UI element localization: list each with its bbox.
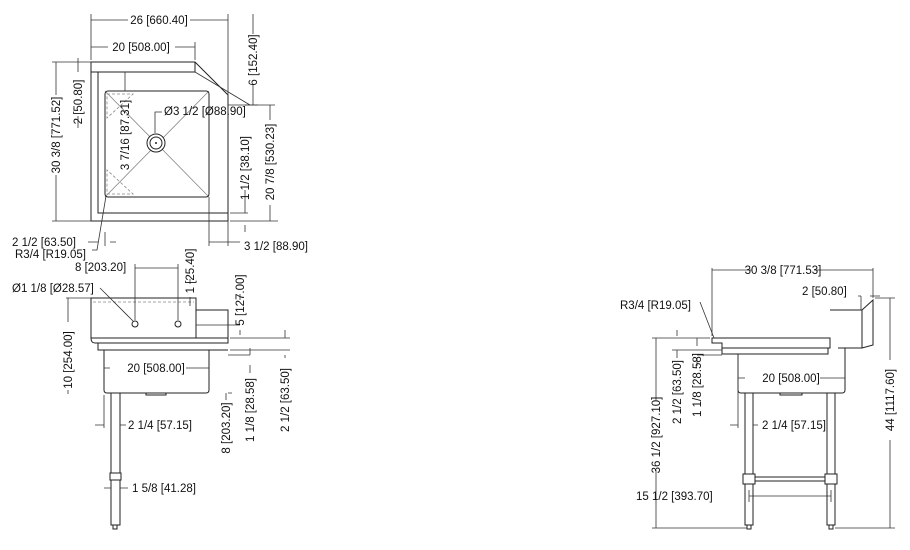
leg: [826, 392, 836, 526]
top-outline: [90, 61, 229, 222]
dim-leg-offset: 2 1/4 [57.15]: [128, 420, 192, 432]
dim-work-height: 36 1/2 [927.10]: [651, 397, 663, 474]
leg: [744, 392, 754, 526]
countertop: [90, 337, 229, 351]
dim-leg-diameter: 1 5/8 [41.28]: [132, 483, 196, 495]
backsplash: [90, 297, 197, 339]
dim-overall-depth: 30 3/8 [771.53]: [745, 265, 822, 277]
dim-backsplash-offset: 6 [152.40]: [248, 34, 260, 85]
dim-backsplash-return: 2 [50.80]: [802, 286, 847, 298]
front-view: 8 [203.20] 1 [25.40] Ø1 1/8 [Ø28.57] 5 […: [12, 249, 292, 530]
dim-drain-offset: 3 7/16 [87.31]: [120, 100, 132, 170]
dim-leg-offset: 2 1/4 [57.15]: [762, 420, 826, 432]
dim-faucet-height: 1 [25.40]: [185, 249, 197, 294]
dim-left-margin: 2 1/2 [63.50]: [12, 237, 76, 249]
countertop: [711, 337, 831, 349]
dim-edge-height: 2 1/2 [63.50]: [280, 368, 292, 432]
dim-backsplash-height: 5 [127.00]: [235, 274, 247, 325]
dim-faucet-hole: Ø1 1/8 [Ø28.57]: [12, 283, 94, 295]
backsplash: [830, 298, 874, 349]
dim-bowl-total-depth: 10 [254.00]: [63, 331, 75, 389]
side-view: 30 3/8 [771.53] 2 [50.80] R3/4 [R19.05] …: [620, 265, 897, 530]
dim-rear-gap: 1 1/2 [38.10]: [240, 136, 252, 200]
dim-front-edge: 2 [50.80]: [73, 80, 85, 125]
dim-bowl-depth: 20 7/8 [530.23]: [265, 124, 277, 201]
dim-bowl-depth: 8 [203.20]: [221, 402, 233, 453]
dim-overall-width: 26 [660.40]: [130, 15, 188, 27]
dim-overall-depth: 30 3/8 [771.52]: [51, 97, 63, 174]
dim-rim-height: 1 1/8 [28.58]: [692, 353, 704, 417]
dim-drain-diameter: Ø3 1/2 [Ø88.90]: [164, 106, 246, 118]
dim-corner-radius: R3/4 [R19.05]: [620, 300, 691, 312]
bowl: [737, 348, 846, 394]
crossbar: [752, 476, 828, 482]
dim-faucet-spacing: 8 [203.20]: [75, 262, 126, 274]
leg: [110, 392, 121, 526]
faucet-hole-icon: [131, 320, 139, 328]
dim-bowl-width: 20 [508.00]: [762, 373, 820, 385]
dim-corner-radius: R3/4 [R19.05]: [15, 249, 86, 261]
dim-edge-height: 2 1/2 [63.50]: [672, 360, 684, 424]
dim-rim-height: 1 1/8 [28.58]: [245, 378, 257, 442]
dim-bowl-width: 20 [508.00]: [127, 363, 185, 375]
dim-right-margin: 3 1/2 [88.90]: [244, 241, 308, 253]
bowl-outline: [104, 90, 210, 198]
dim-bowl-width: 20 [508.00]: [112, 42, 170, 54]
dim-crossbar-height: 15 1/2 [393.70]: [636, 491, 713, 503]
top-view: 26 [660.40] 20 [508.00] 6 [152.40] 2 [50…: [12, 14, 308, 261]
dim-overall-height: 44 [1117.60]: [885, 369, 897, 431]
faucet-hole-icon: [174, 320, 182, 328]
